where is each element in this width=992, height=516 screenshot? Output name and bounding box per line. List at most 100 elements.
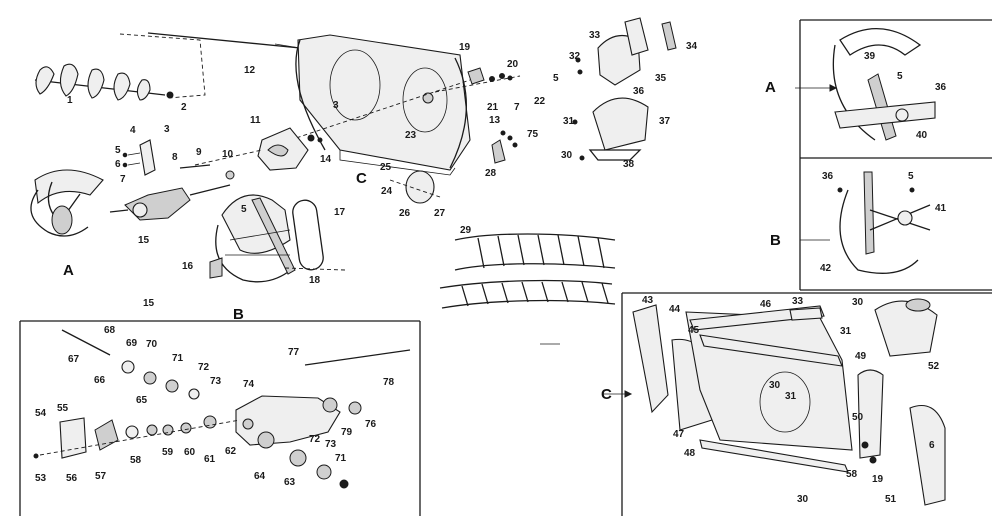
- callout: 42: [820, 263, 832, 274]
- callout: 45: [688, 325, 700, 336]
- callout: 5: [241, 204, 247, 215]
- callout: 58: [130, 455, 142, 466]
- inset-15-drawing: [33, 329, 411, 489]
- callout: 64: [254, 471, 266, 482]
- callout: 15: [143, 298, 155, 309]
- callout: 7: [120, 174, 126, 185]
- callout: 5: [553, 73, 559, 84]
- auger-shaft: [119, 32, 301, 99]
- callout: 62: [225, 446, 237, 457]
- impeller-disc: [389, 170, 441, 204]
- drive-belt: [284, 199, 346, 271]
- callout: 4: [130, 125, 136, 136]
- callout: 66: [94, 375, 106, 386]
- callout: 5: [897, 71, 903, 82]
- callout: 31: [785, 391, 797, 402]
- callout-letter: A: [63, 262, 74, 279]
- callout: 75: [527, 129, 539, 140]
- callout: 29: [460, 225, 472, 236]
- callout-letter: B: [233, 306, 244, 323]
- callout: 44: [669, 304, 681, 315]
- callout: 31: [840, 326, 852, 337]
- callout: 71: [335, 453, 347, 464]
- callout: 35: [655, 73, 667, 84]
- callout: 71: [172, 353, 184, 364]
- side-plate-a: [30, 169, 104, 237]
- top-hardware: [434, 67, 521, 93]
- callout: 51: [885, 494, 897, 505]
- callout: 6: [115, 159, 121, 170]
- callout: 54: [35, 408, 47, 419]
- callout: 31: [563, 116, 575, 127]
- callout: 11: [250, 115, 261, 126]
- callout: 16: [182, 261, 194, 272]
- pulley-hardware: [179, 149, 263, 180]
- callout: 40: [916, 130, 928, 141]
- callout: 36: [633, 86, 645, 97]
- callout: 47: [673, 429, 685, 440]
- callout: 43: [642, 295, 654, 306]
- callout: 1: [67, 95, 73, 106]
- callout: 55: [57, 403, 69, 414]
- callout-letter: A: [765, 79, 776, 96]
- callout-letter: C: [601, 386, 612, 403]
- callout: 76: [365, 419, 377, 430]
- callout: 10: [222, 149, 234, 160]
- panel-borders: [19, 19, 992, 516]
- callout: 68: [104, 325, 116, 336]
- callout: 28: [485, 168, 497, 179]
- callout: 33: [589, 30, 601, 41]
- gear-housing-cover: [257, 127, 323, 171]
- callout: 52: [928, 361, 940, 372]
- callout: 36: [822, 171, 834, 182]
- callout: 50: [852, 412, 864, 423]
- callout: 36: [935, 82, 947, 93]
- inset-a-drawing: [795, 28, 936, 141]
- callout: 13: [489, 115, 501, 126]
- callout: 73: [325, 439, 337, 450]
- callout: 69: [126, 338, 138, 349]
- callout: 3: [164, 124, 170, 135]
- callout: 20: [507, 59, 519, 70]
- callout: 70: [146, 339, 158, 350]
- chute-rod: [491, 130, 518, 164]
- callout: 46: [760, 299, 772, 310]
- callout: 30: [852, 297, 864, 308]
- auger: [34, 63, 174, 101]
- callout: 65: [136, 395, 148, 406]
- callout: 9: [196, 147, 202, 158]
- callout: 26: [399, 208, 411, 219]
- callout: 2: [181, 102, 187, 113]
- callout: 5: [908, 171, 914, 182]
- inset-b-drawing: [800, 171, 931, 274]
- callout: 14: [320, 154, 332, 165]
- callout: 15: [138, 235, 150, 246]
- callout: 19: [459, 42, 471, 53]
- callout: 25: [380, 162, 392, 173]
- callout: 30: [797, 494, 809, 505]
- callout: 23: [405, 130, 417, 141]
- callout: 57: [95, 471, 107, 482]
- callout: 38: [623, 159, 635, 170]
- callout: 41: [935, 203, 947, 214]
- callout: 61: [204, 454, 216, 465]
- callout: 48: [684, 448, 696, 459]
- callout: 72: [198, 362, 210, 373]
- callout: 67: [68, 354, 80, 365]
- side-plate-b: [209, 194, 296, 283]
- gear-case: [109, 184, 231, 221]
- callout: 39: [864, 51, 876, 62]
- bracket: [122, 139, 156, 176]
- callout-letter: B: [770, 232, 781, 249]
- callout: 60: [184, 447, 196, 458]
- callout: 32: [569, 51, 581, 62]
- callout: 6: [929, 440, 935, 451]
- callout: 7: [514, 102, 520, 113]
- callout: 53: [35, 473, 47, 484]
- callout: 74: [243, 379, 255, 390]
- discharge-chute: [572, 17, 677, 161]
- callout: 34: [686, 41, 698, 52]
- callout: 18: [309, 275, 321, 286]
- callout: 63: [284, 477, 296, 488]
